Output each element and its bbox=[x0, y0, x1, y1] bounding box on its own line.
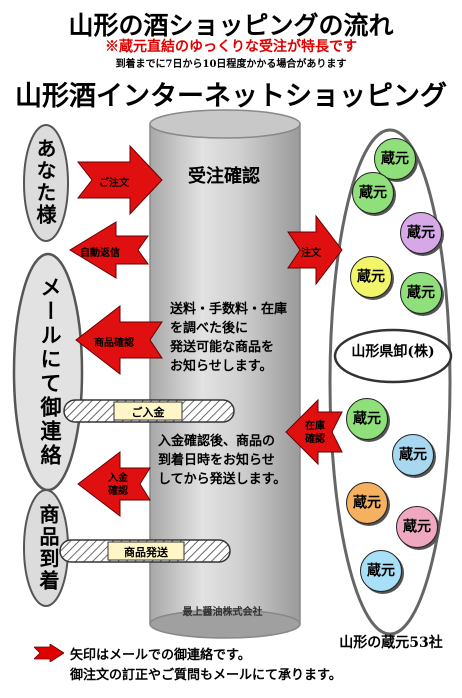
inquiry-text: 御注文の訂正やご質問もメールにて承ります。 bbox=[70, 668, 342, 683]
brewery-circle: 蔵元 bbox=[392, 434, 434, 476]
order-arrow bbox=[76, 144, 163, 216]
brewery-circle: 蔵元 bbox=[360, 550, 402, 592]
you-bubble bbox=[23, 124, 69, 242]
brewery-circle: 蔵元 bbox=[400, 272, 442, 314]
stock-confirm-label-line1: 在庫 bbox=[305, 421, 325, 432]
legend-arrow-icon bbox=[34, 644, 64, 662]
wholesaler-label: 山形県卸(株) bbox=[351, 344, 435, 360]
order-confirm-title: 受注確認 bbox=[188, 166, 260, 187]
auto-reply-arrow bbox=[69, 221, 149, 279]
to-wholesaler-arrow bbox=[287, 214, 343, 286]
product-arrival-label: 商品到着 bbox=[36, 504, 60, 592]
stock-confirm-arrow bbox=[285, 398, 343, 466]
legend-text: 矢印はメールでの御連絡です。 bbox=[70, 648, 251, 663]
payment-confirm-label: 入金 確認 bbox=[104, 472, 132, 498]
payment-confirm-arrow bbox=[77, 450, 151, 518]
payment-notice: 入金確認後、商品の 到着日時をお知らせ してから発送します。 bbox=[158, 434, 287, 487]
stock-confirm-label: 在庫 確認 bbox=[300, 420, 330, 446]
product-confirm-label: 商品確認 bbox=[94, 338, 134, 349]
brewery-circle: 蔵元 bbox=[374, 138, 416, 180]
payment-confirm-label-line1: 入金 bbox=[108, 473, 128, 484]
shipping-check-notice: 送料・手数料・在庫 を調べた後に 発送可能な商品を お知らせします。 bbox=[170, 302, 288, 374]
payment-confirm-label-line2: 確認 bbox=[108, 486, 128, 497]
stock-confirm-label-line2: 確認 bbox=[305, 434, 325, 445]
section-heading: 山形酒インターネットショッピング bbox=[15, 81, 447, 112]
order-arrow-label: ご注文 bbox=[99, 178, 129, 189]
mail-contact-label: メールにて御連絡 bbox=[38, 276, 63, 468]
to-wholesaler-label: 注文 bbox=[301, 248, 321, 259]
brewery-circle: 蔵元 bbox=[396, 506, 438, 548]
brewery-circle: 蔵元 bbox=[346, 398, 388, 440]
shipping-pill bbox=[59, 539, 231, 563]
subtitle-feature: ※蔵元直結のゆっくりな受注が特長です bbox=[105, 39, 357, 55]
payment-pill-label: ご入金 bbox=[131, 406, 165, 419]
brewery-circle: 蔵元 bbox=[346, 482, 388, 524]
customer-label: あなた様 bbox=[33, 138, 57, 226]
auto-reply-label: 自動返信 bbox=[80, 248, 120, 259]
delivery-note: 到着までに7日から10日程度かかる場合があります bbox=[115, 59, 347, 70]
product-confirm-arrow bbox=[75, 304, 163, 376]
brewers-count-label: 山形の蔵元53社 bbox=[339, 635, 443, 651]
payment-pill bbox=[63, 399, 235, 423]
wholesaler-ellipse bbox=[333, 328, 453, 384]
brewery-circle: 蔵元 bbox=[400, 212, 442, 254]
brewery-circle: 蔵元 bbox=[352, 172, 394, 214]
shipping-pill-label: 商品発送 bbox=[124, 546, 168, 559]
company-name: 最上醤油株式会社 bbox=[182, 607, 263, 618]
brewery-circle: 蔵元 bbox=[350, 256, 392, 298]
page-title: 山形の酒ショッピングの流れ bbox=[68, 11, 394, 40]
